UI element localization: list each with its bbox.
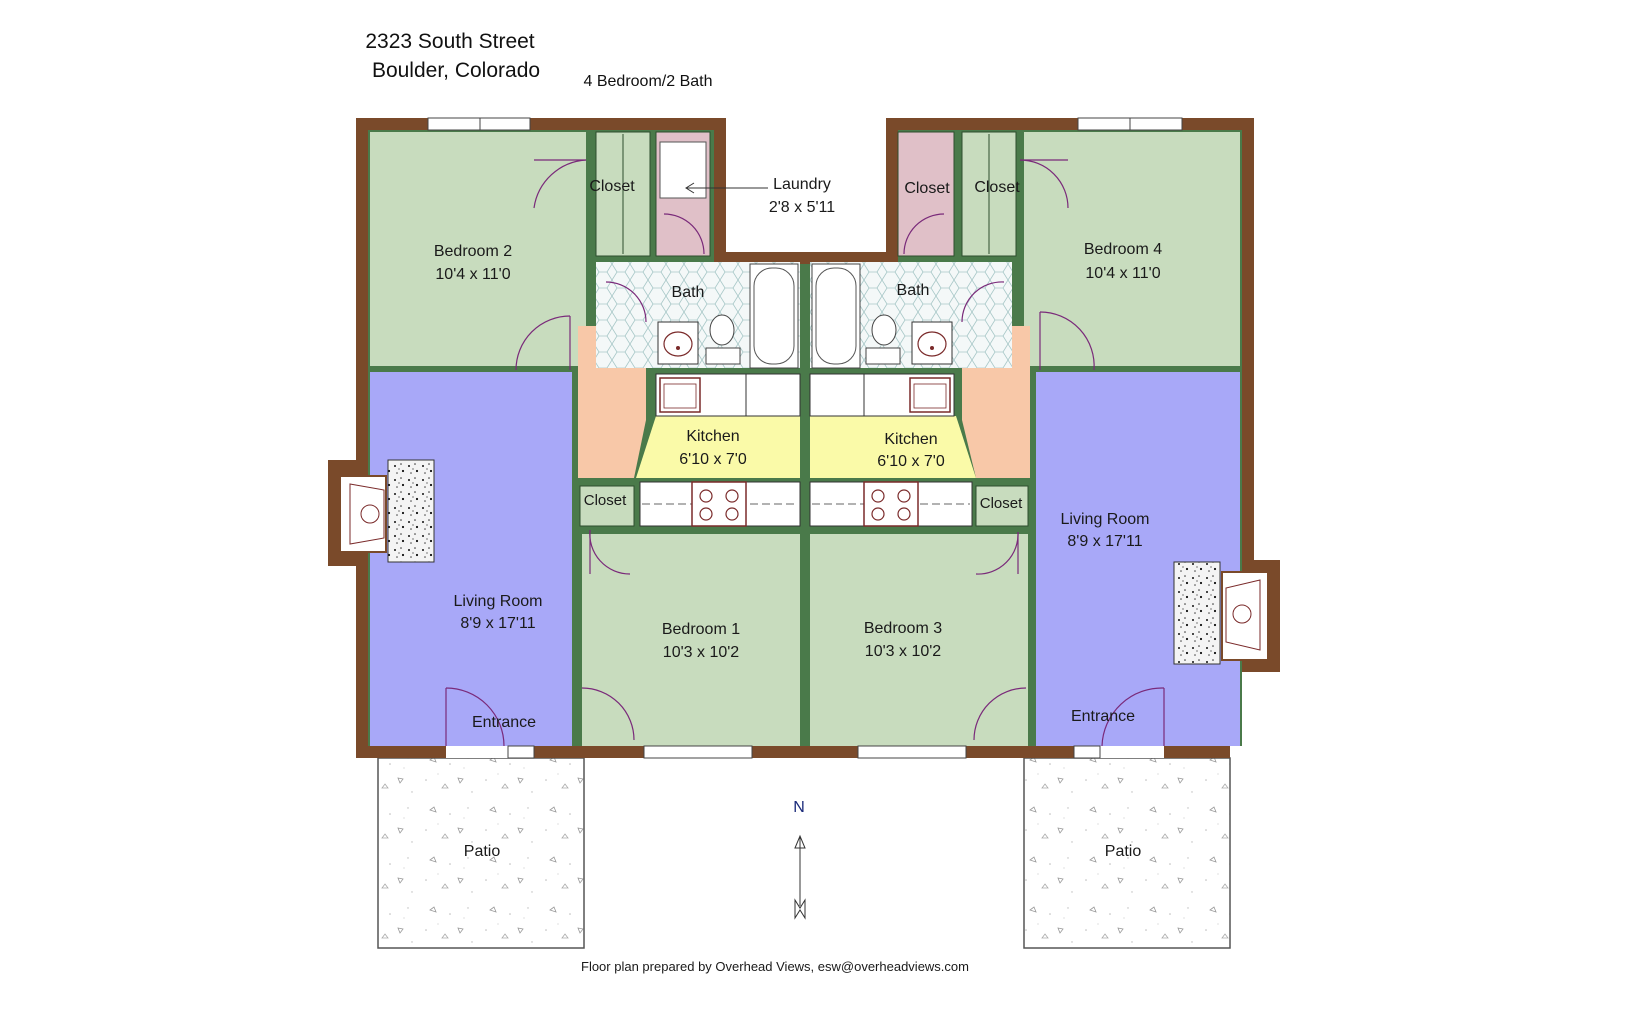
fireplace-right bbox=[1173, 561, 1269, 665]
bedroom-1-size: 10'3 x 10'2 bbox=[663, 644, 739, 661]
fireplace-left bbox=[339, 459, 435, 563]
closet-pink-right-label: Closet bbox=[904, 180, 950, 197]
bedroom-3-floor bbox=[810, 534, 1028, 746]
kitchen-left-label: Kitchen bbox=[686, 428, 739, 445]
bath-sink-right bbox=[911, 321, 953, 365]
living-right-floor bbox=[1036, 372, 1240, 746]
patio-right bbox=[1023, 757, 1231, 949]
bedroom-2-label: Bedroom 2 bbox=[434, 243, 512, 260]
bathtub-right bbox=[811, 263, 861, 369]
toilet-left bbox=[705, 314, 741, 365]
bath-sink-left bbox=[657, 321, 699, 365]
entrance-left-label: Entrance bbox=[472, 714, 536, 731]
bath-left-label: Bath bbox=[672, 284, 705, 301]
living-left-label: Living Room bbox=[454, 593, 543, 610]
unit-type: 4 Bedroom/2 Bath bbox=[584, 73, 713, 90]
kitchen-sink-right bbox=[909, 377, 951, 413]
patio-right-label: Patio bbox=[1105, 843, 1142, 860]
entrance-right-label: Entrance bbox=[1071, 708, 1135, 725]
closet-kitchen-left bbox=[579, 485, 635, 527]
kitchen-left-size: 6'10 x 7'0 bbox=[679, 451, 747, 468]
bedroom-2-floor bbox=[370, 132, 586, 366]
bath-right-label: Bath bbox=[897, 282, 930, 299]
kitchen-sink-left bbox=[659, 377, 701, 413]
compass-label: N bbox=[793, 799, 805, 816]
window-b2 bbox=[427, 117, 531, 131]
address-line-2: Boulder, Colorado bbox=[372, 59, 540, 82]
bedroom-3-label: Bedroom 3 bbox=[864, 620, 942, 637]
bedroom-4-floor bbox=[1024, 132, 1240, 366]
entrance-left-opening bbox=[446, 746, 508, 758]
range-left bbox=[691, 481, 747, 527]
kitchen-right-label: Kitchen bbox=[884, 431, 937, 448]
patio-left-label: Patio bbox=[464, 843, 501, 860]
window-b3 bbox=[857, 745, 967, 759]
laundry-size: 2'8 x 5'11 bbox=[769, 199, 835, 216]
living-right-size: 8'9 x 17'11 bbox=[1067, 533, 1142, 550]
closet-b2-label: Closet bbox=[589, 178, 635, 195]
kitchen-right-size: 6'10 x 7'0 bbox=[877, 453, 945, 470]
bedroom-4-label: Bedroom 4 bbox=[1084, 241, 1162, 258]
closet-b4-label: Closet bbox=[974, 179, 1020, 196]
closet-kitchen-right-label: Closet bbox=[980, 495, 1023, 512]
laundry-label: Laundry bbox=[773, 176, 831, 193]
north-arrow bbox=[794, 834, 806, 920]
bedroom-1-label: Bedroom 1 bbox=[662, 621, 740, 638]
bathtub-left bbox=[749, 263, 799, 369]
entrance-right-opening bbox=[1100, 746, 1164, 758]
patio-left bbox=[377, 757, 585, 949]
kitchen-right-floor bbox=[810, 416, 976, 478]
range-right bbox=[863, 481, 919, 527]
laundry-arrow bbox=[685, 182, 768, 194]
address-line-1: 2323 South Street bbox=[365, 30, 534, 53]
bedroom-3-size: 10'3 x 10'2 bbox=[865, 643, 941, 660]
closet-kitchen-left-label: Closet bbox=[584, 492, 627, 509]
kitchen-left-floor bbox=[636, 416, 800, 478]
bedroom-1-floor bbox=[582, 534, 800, 746]
living-left-size: 8'9 x 17'11 bbox=[460, 615, 535, 632]
window-b1 bbox=[643, 745, 753, 759]
living-right-label: Living Room bbox=[1061, 511, 1150, 528]
bedroom-2-size: 10'4 x 11'0 bbox=[435, 266, 510, 283]
toilet-right bbox=[865, 314, 901, 365]
bedroom-4-size: 10'4 x 11'0 bbox=[1085, 265, 1160, 282]
footer-credit: Floor plan prepared by Overhead Views, e… bbox=[581, 959, 969, 974]
closet-kitchen-right bbox=[975, 485, 1029, 527]
closet-pink-right bbox=[897, 131, 955, 257]
